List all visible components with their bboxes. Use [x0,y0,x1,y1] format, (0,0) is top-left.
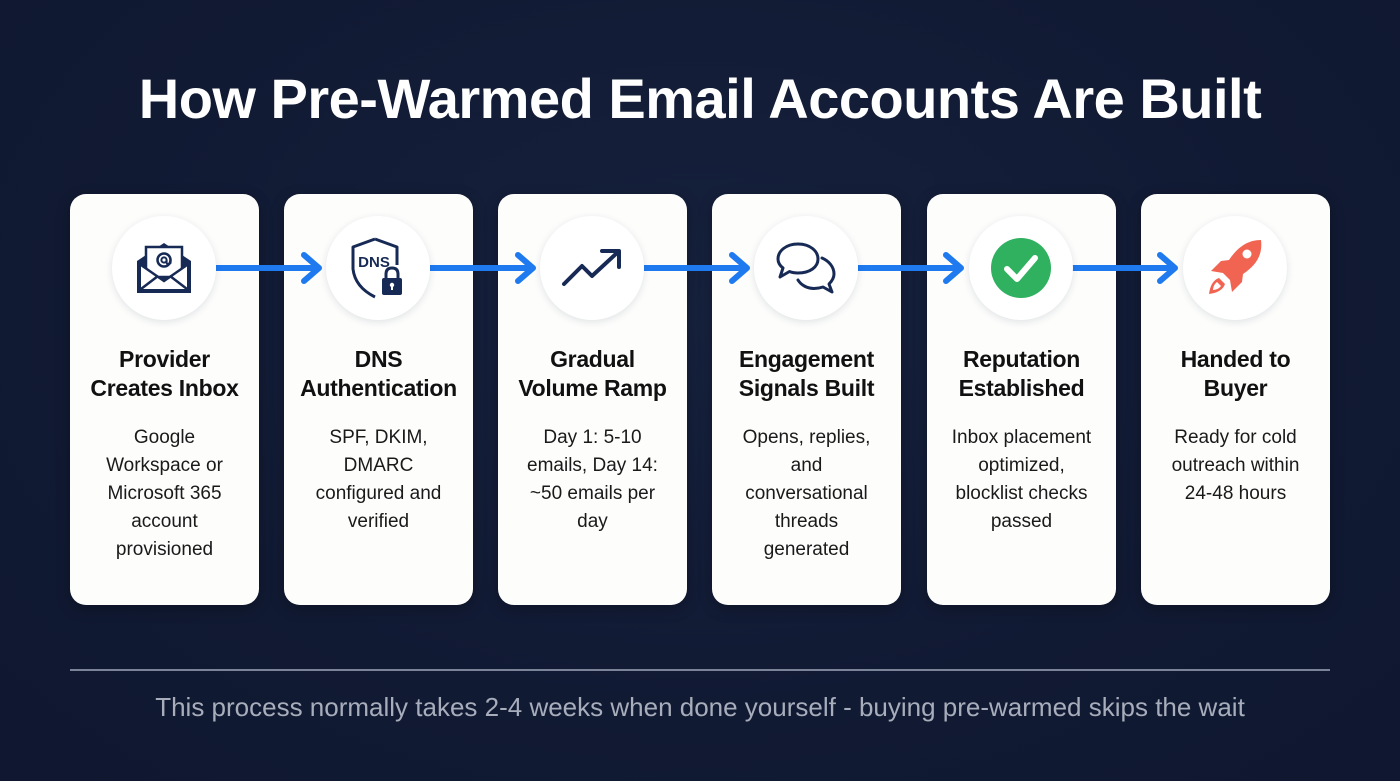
chat-bubbles-icon [776,242,836,294]
step-title: Reputation Established [958,346,1085,401]
connector-arrow-2 [430,252,536,284]
icon-badge: DNS [326,216,430,320]
icon-badge [754,216,858,320]
connector-arrow-1 [216,252,322,284]
footnote: This process normally takes 2-4 weeks wh… [155,692,1245,722]
page-title: How Pre-Warmed Email Accounts Are Built [138,67,1262,130]
rocket-icon [1209,240,1262,294]
step-title: Provider Creates Inbox [90,346,239,401]
step-title: DNS Authentication [300,346,457,401]
icon-badge [112,216,216,320]
step-card-reputation-established: Reputation Established Inbox placement o… [927,194,1116,605]
step-description: Google Workspace or Microsoft 365 accoun… [106,427,223,560]
step-card-provider-creates-inbox: Provider Creates Inbox Google Workspace … [70,194,259,605]
step-description: Day 1: 5-10 emails, Day 14: ~50 emails p… [527,427,658,532]
step-card-handed-to-buyer: Handed to Buyer Ready for cold outreach … [1141,194,1330,605]
step-title: Handed to Buyer [1180,346,1291,401]
connector-arrow-4 [858,252,964,284]
svg-text:DNS: DNS [358,254,390,271]
step-card-engagement-signals-built: Engagement Signals Built Opens, replies,… [712,194,901,605]
step-description: Ready for cold outreach within 24-48 hou… [1171,427,1300,504]
trending-up-arrow-icon [562,249,621,286]
connector-arrow-3 [644,252,750,284]
dns-shield-lock-icon: DNS [351,237,402,299]
connector-arrow-5 [1072,252,1178,284]
step-title: Engagement Signals Built [738,346,875,401]
step-title: Gradual Volume Ramp [518,346,667,401]
step-description: Opens, replies, and conversational threa… [742,427,871,560]
step-description: Inbox placement optimized, blocklist che… [951,427,1092,532]
green-checkmark-icon [991,238,1051,298]
icon-badge [540,216,644,320]
footer-divider [70,669,1330,671]
icon-badge [1183,216,1287,320]
icon-badge [969,216,1073,320]
open-envelope-at-icon [137,243,191,293]
step-description: SPF, DKIM, DMARC configured and verified [315,427,442,532]
